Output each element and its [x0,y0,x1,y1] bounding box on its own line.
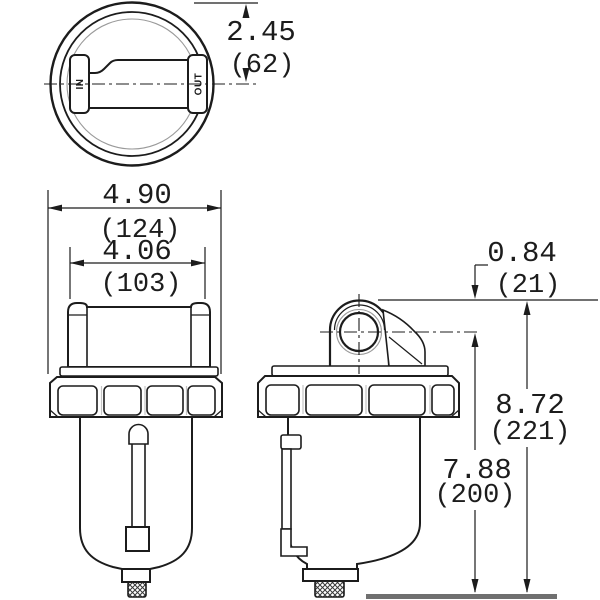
ring-chamfer [49,409,59,418]
ground-line [366,594,557,599]
ring-chamfer [450,409,460,418]
arrowhead-right [207,204,221,212]
gusset-diagonal [388,336,423,365]
arrowhead-up [471,333,479,347]
dimension-overall-width: 4.90 (124) [47,179,222,374]
sight-tube-block [125,526,150,552]
dimension-right-stack: 0.84 (21) 8.72 (221) 7.88 (200) [366,237,598,599]
front-head [67,302,211,368]
dimension-body-width: 4.06 (103) [69,235,206,300]
dim-overall-height-mm: (221) [489,418,570,448]
side-drain-neck [302,568,359,582]
dimension-radius-height: 2.45 (62) [194,2,296,82]
front-drain-neck [121,568,151,583]
side-flange [271,365,449,377]
arrowhead-up [523,301,531,315]
outlet-label: OUT [194,73,205,96]
ring-panel [431,384,455,416]
sight-tube-dome [128,423,149,445]
arrowhead-left [70,259,84,267]
ring-panel [368,384,426,416]
dim-port-drop-inches: 0.84 [487,237,557,270]
arrowhead-down [471,579,479,593]
bowl-latch-foot [280,528,308,557]
top-view: IN OUT [44,1,258,167]
dim-radius-height-inches: 2.45 [226,16,296,49]
bowl-latch-head [280,434,302,450]
ring-panel [146,385,184,416]
dim-port-drop-mm: (21) [496,271,561,301]
dim-body-width-mm: (103) [100,270,181,300]
front-view [49,302,223,598]
ring-panel [187,385,216,416]
front-flange [59,366,219,377]
dim-centerline-height-mm: (200) [434,481,515,511]
ring-panel [265,384,300,416]
dim-overall-width-mm: (124) [99,216,180,246]
dim-overall-width-inches: 4.90 [102,179,172,212]
dim-overall-height-inches: 8.72 [495,389,565,422]
dim-centerline-height-inches: 7.88 [442,454,512,487]
ring-chamfer [213,409,223,418]
mounting-gusset [382,308,426,367]
side-drain-stud [314,580,345,598]
dim-body-width-inches: 4.06 [102,235,172,268]
ring-panel [103,385,142,416]
bowl-latch-strip [281,448,292,530]
arrowhead-down [523,579,531,593]
ring-chamfer [257,409,267,418]
arrowhead-right [191,259,205,267]
dim-radius-height-mm: (62) [230,51,295,81]
top-view-crossbar [87,59,190,109]
arrowhead-down [471,285,479,299]
front-drain-stud [127,581,147,598]
side-view [257,294,478,598]
arrowhead-down [242,68,250,82]
arrowhead-left [48,204,62,212]
inlet-label: IN [75,79,86,90]
ring-panel [305,384,363,416]
ring-panel [57,385,98,416]
